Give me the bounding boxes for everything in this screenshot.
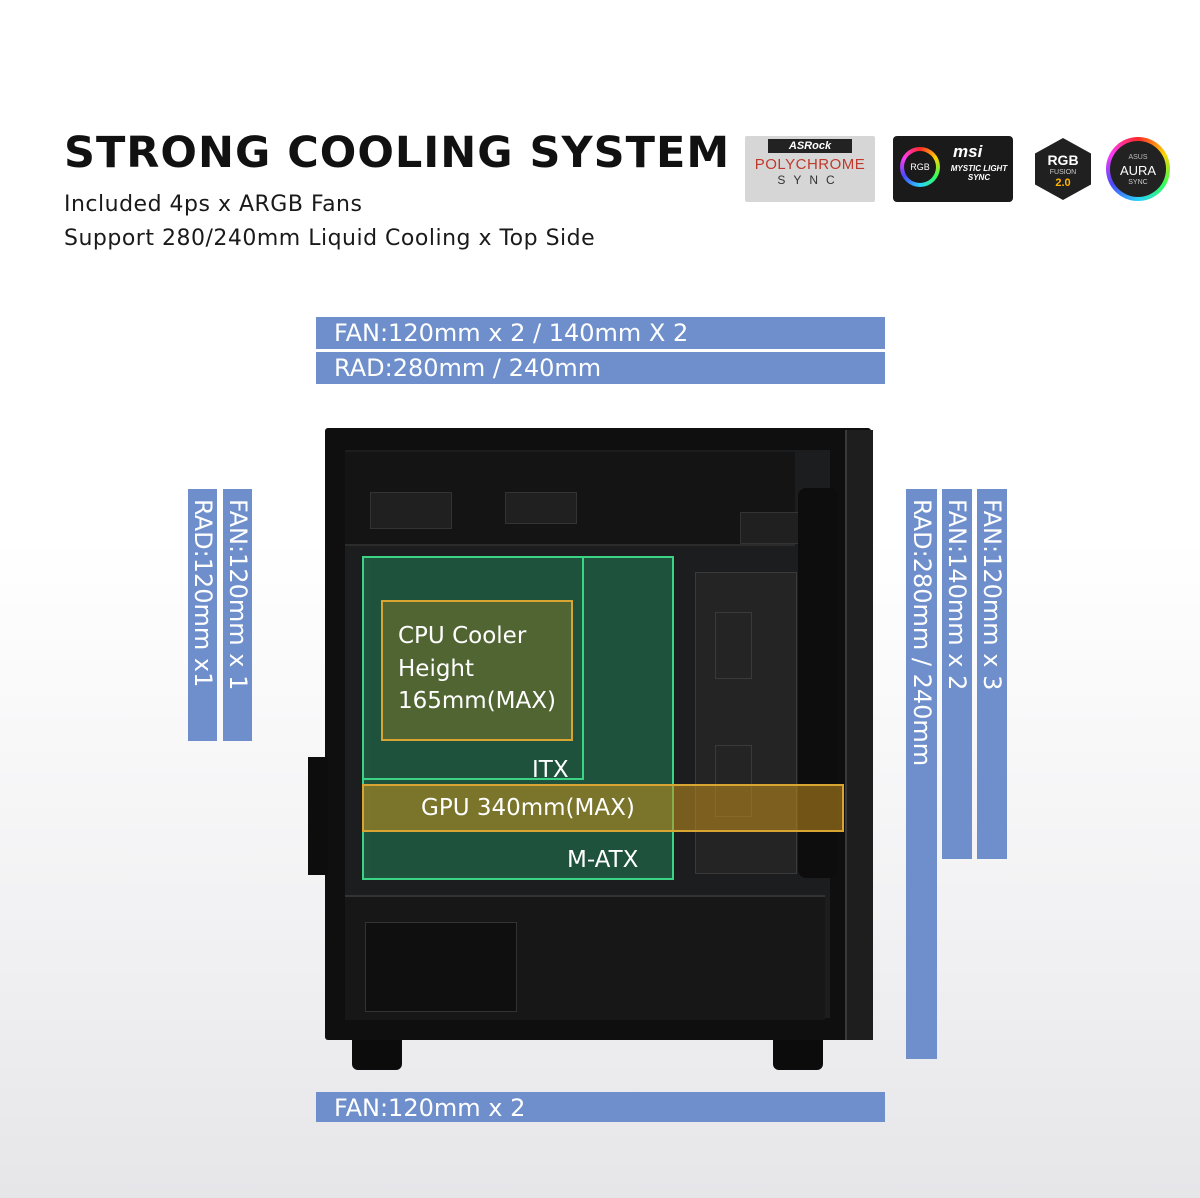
psu-window [365,922,517,1012]
cpu-height-label: Height [398,656,475,682]
front-rad-spec-bar: RAD:280mm / 240mm [906,489,937,1059]
rear-fan-spec-bar: FAN:120mm x 1 [223,489,252,741]
drive-bay [740,512,802,544]
asrock-brand-text: ASRock [768,139,852,153]
rgb-fusion-logo: RGB FUSION 2.0 [1035,138,1091,200]
cable-cutout [505,492,577,524]
asrock-polychrome-logo: ASRock POLYCHROME SYNC [745,136,875,202]
aura-inner-circle: ASUS AURA SYNC [1110,141,1166,197]
fusion-rgb-text: RGB [1047,152,1079,168]
fusion-text: FUSION [1049,169,1077,176]
front-fan120-spec-text: FAN:120mm x 3 [978,499,1006,691]
aura-sync-text: SYNC [1128,179,1148,186]
itx-board-overlay [362,556,584,780]
top-fan-spec-bar: FAN:120mm x 2 / 140mm X 2 [316,317,885,349]
aura-text: AURA [1119,163,1157,178]
gpu-length-overlay [362,784,844,832]
case-foot [773,1040,823,1070]
cable-cutout [370,492,452,529]
page-title: STRONG COOLING SYSTEM [64,128,731,178]
asus-aura-sync-logo: ASUS AURA SYNC [1106,137,1170,201]
cpu-max-label: 165mm(MAX) [398,688,556,714]
mystic-light-sync-text: MYSTIC LIGHT SYNC [950,164,1008,182]
case-foot [352,1040,402,1070]
gpu-length-label: GPU 340mm(MAX) [421,795,635,821]
subtitle-fans: Included 4ps x ARGB Fans [64,192,363,217]
rear-io-slot [308,757,328,875]
itx-label: ITX [532,757,569,783]
cable-cutout [715,612,752,679]
front-fan120-spec-bar: FAN:120mm x 3 [977,489,1007,859]
case-top-shelf [345,452,802,546]
front-fan140-spec-bar: FAN:140mm x 2 [942,489,972,859]
matx-label: M-ATX [567,847,639,873]
subtitle-liquid-cooling: Support 280/240mm Liquid Cooling x Top S… [64,226,596,251]
rear-rad-spec-bar: RAD:120mm x1 [188,489,217,741]
msi-brand-text: msi [953,142,983,161]
polychrome-text: POLYCHROME [754,156,866,173]
cpu-cooler-overlay [381,600,573,741]
msi-mystic-light-logo: RGB msi MYSTIC LIGHT SYNC [893,136,1013,202]
psu-shroud [345,895,825,1020]
front-rad-spec-text: RAD:280mm / 240mm [907,499,936,767]
bottom-fan-spec-bar: FAN:120mm x 2 [316,1092,885,1122]
front-mesh-panel [845,430,873,1040]
top-rad-spec-bar: RAD:280mm / 240mm [316,352,885,384]
cpu-cooler-label: CPU Cooler [398,623,527,649]
asus-brand-text: ASUS [1128,154,1148,161]
polychrome-sync-text: SYNC [777,173,843,187]
rear-fan-spec-text: FAN:120mm x 1 [223,499,252,691]
rear-rad-spec-text: RAD:120mm x1 [188,499,217,688]
fusion-version-text: 2.0 [1055,177,1071,189]
front-fan140-spec-text: FAN:140mm x 2 [943,499,971,691]
msi-ring-label: RGB [904,151,936,183]
rgb-ring-icon: RGB [900,147,940,187]
